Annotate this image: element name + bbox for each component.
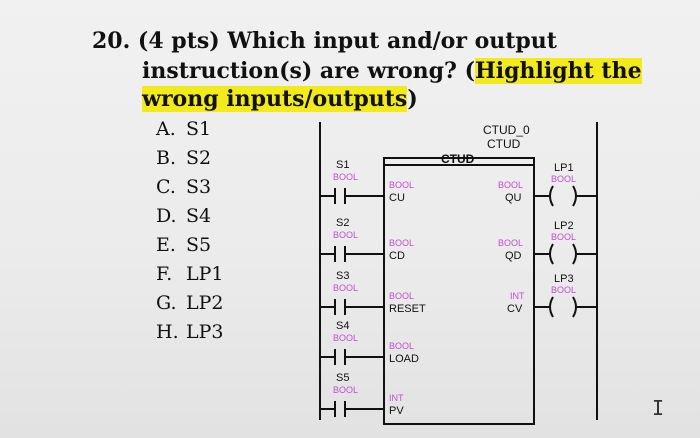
option-d[interactable]: D. S4 xyxy=(156,205,211,227)
contact-s3-name: S3 xyxy=(336,270,349,282)
question-text-1: Which input and/or output xyxy=(227,28,557,54)
contact-s1[interactable] xyxy=(320,188,384,204)
option-letter: A. xyxy=(156,118,176,140)
input-reset-type: BOOL xyxy=(389,291,414,301)
output-qu-pin: QU xyxy=(505,192,522,204)
option-letter: G. xyxy=(156,292,177,314)
contact-s2[interactable] xyxy=(320,246,384,262)
option-h[interactable]: H. LP3 xyxy=(156,321,224,343)
question-line-1: 20. (4 pts) Which input and/or output xyxy=(92,28,557,54)
input-load-type: BOOL xyxy=(389,341,414,351)
text-cursor-icon: I xyxy=(652,396,665,420)
option-e[interactable]: E. S5 xyxy=(156,234,211,256)
highlighted-text-2: wrong inputs/outputs xyxy=(142,86,408,112)
input-cu-pin: CU xyxy=(389,192,405,204)
input-cu-type: BOOL xyxy=(389,180,414,190)
contact-s1-type: BOOL xyxy=(333,172,358,182)
contact-s1-name: S1 xyxy=(336,159,349,171)
option-letter: D. xyxy=(156,205,177,227)
input-cd-pin: CD xyxy=(389,250,405,262)
option-text: LP3 xyxy=(186,321,224,343)
question-line-3: wrong inputs/outputs) xyxy=(142,86,418,112)
option-text: LP1 xyxy=(186,263,224,285)
option-text: S5 xyxy=(186,234,212,256)
ctud-type-label: CTUD xyxy=(487,137,521,151)
option-text: S2 xyxy=(186,147,212,169)
option-letter: E. xyxy=(156,234,176,256)
highlighted-text-1: Highlight the xyxy=(474,58,642,84)
contact-s3[interactable] xyxy=(320,299,384,315)
question-number: 20. (4 pts) xyxy=(92,28,220,54)
coil-lp1-name: LP1 xyxy=(554,162,574,174)
output-cv-type: INT xyxy=(510,291,525,301)
output-qd-type: BOOL xyxy=(498,238,523,248)
option-g[interactable]: G. LP2 xyxy=(156,292,224,314)
option-b[interactable]: B. S2 xyxy=(156,147,211,169)
coil-lp1[interactable] xyxy=(534,185,597,207)
contact-s4-name: S4 xyxy=(336,320,349,332)
option-text: LP2 xyxy=(186,292,224,314)
input-cd-type: BOOL xyxy=(389,238,414,248)
option-letter: F. xyxy=(156,263,173,285)
question-line-2: instruction(s) are wrong? (Highlight the xyxy=(142,58,642,84)
option-f[interactable]: F. LP1 xyxy=(156,263,224,285)
output-qd-pin: QD xyxy=(505,250,522,262)
coil-lp2[interactable] xyxy=(534,243,597,265)
question-text-2: instruction(s) are wrong? ( xyxy=(142,58,475,84)
coil-lp3-name: LP3 xyxy=(554,273,574,285)
option-text: S1 xyxy=(186,118,212,140)
input-load-pin: LOAD xyxy=(389,353,419,365)
input-pv-pin: PV xyxy=(389,405,404,417)
contact-s2-type: BOOL xyxy=(333,230,358,240)
coil-lp2-name: LP2 xyxy=(554,220,574,232)
contact-s4-type: BOOL xyxy=(333,333,358,343)
option-text: S3 xyxy=(186,176,212,198)
output-qu-type: BOOL xyxy=(498,180,523,190)
option-letter: B. xyxy=(156,147,177,169)
contact-s5-name: S5 xyxy=(336,372,349,384)
option-text: S4 xyxy=(186,205,212,227)
contact-s3-type: BOOL xyxy=(333,283,358,293)
contact-s4[interactable] xyxy=(320,349,384,365)
output-cv-pin: CV xyxy=(507,303,523,315)
coil-lp3[interactable] xyxy=(534,296,597,318)
ctud-tag-label: CTUD_0 xyxy=(483,123,530,137)
coil-lp1-type: BOOL xyxy=(551,174,576,184)
input-reset-pin: RESET xyxy=(389,303,426,315)
option-a[interactable]: A. S1 xyxy=(156,118,211,140)
option-letter: C. xyxy=(156,176,176,198)
ctud-block-frame xyxy=(383,157,535,425)
contact-s5[interactable] xyxy=(320,401,384,417)
contact-s2-name: S2 xyxy=(336,217,349,229)
option-c[interactable]: C. S3 xyxy=(156,176,211,198)
contact-s5-type: BOOL xyxy=(333,385,358,395)
coil-lp3-type: BOOL xyxy=(551,285,576,295)
coil-lp2-type: BOOL xyxy=(551,232,576,242)
question-text-3: ) xyxy=(407,86,418,112)
option-letter: H. xyxy=(156,321,179,343)
input-pv-type: INT xyxy=(389,393,404,403)
ctud-block-title: CTUD xyxy=(441,152,475,166)
